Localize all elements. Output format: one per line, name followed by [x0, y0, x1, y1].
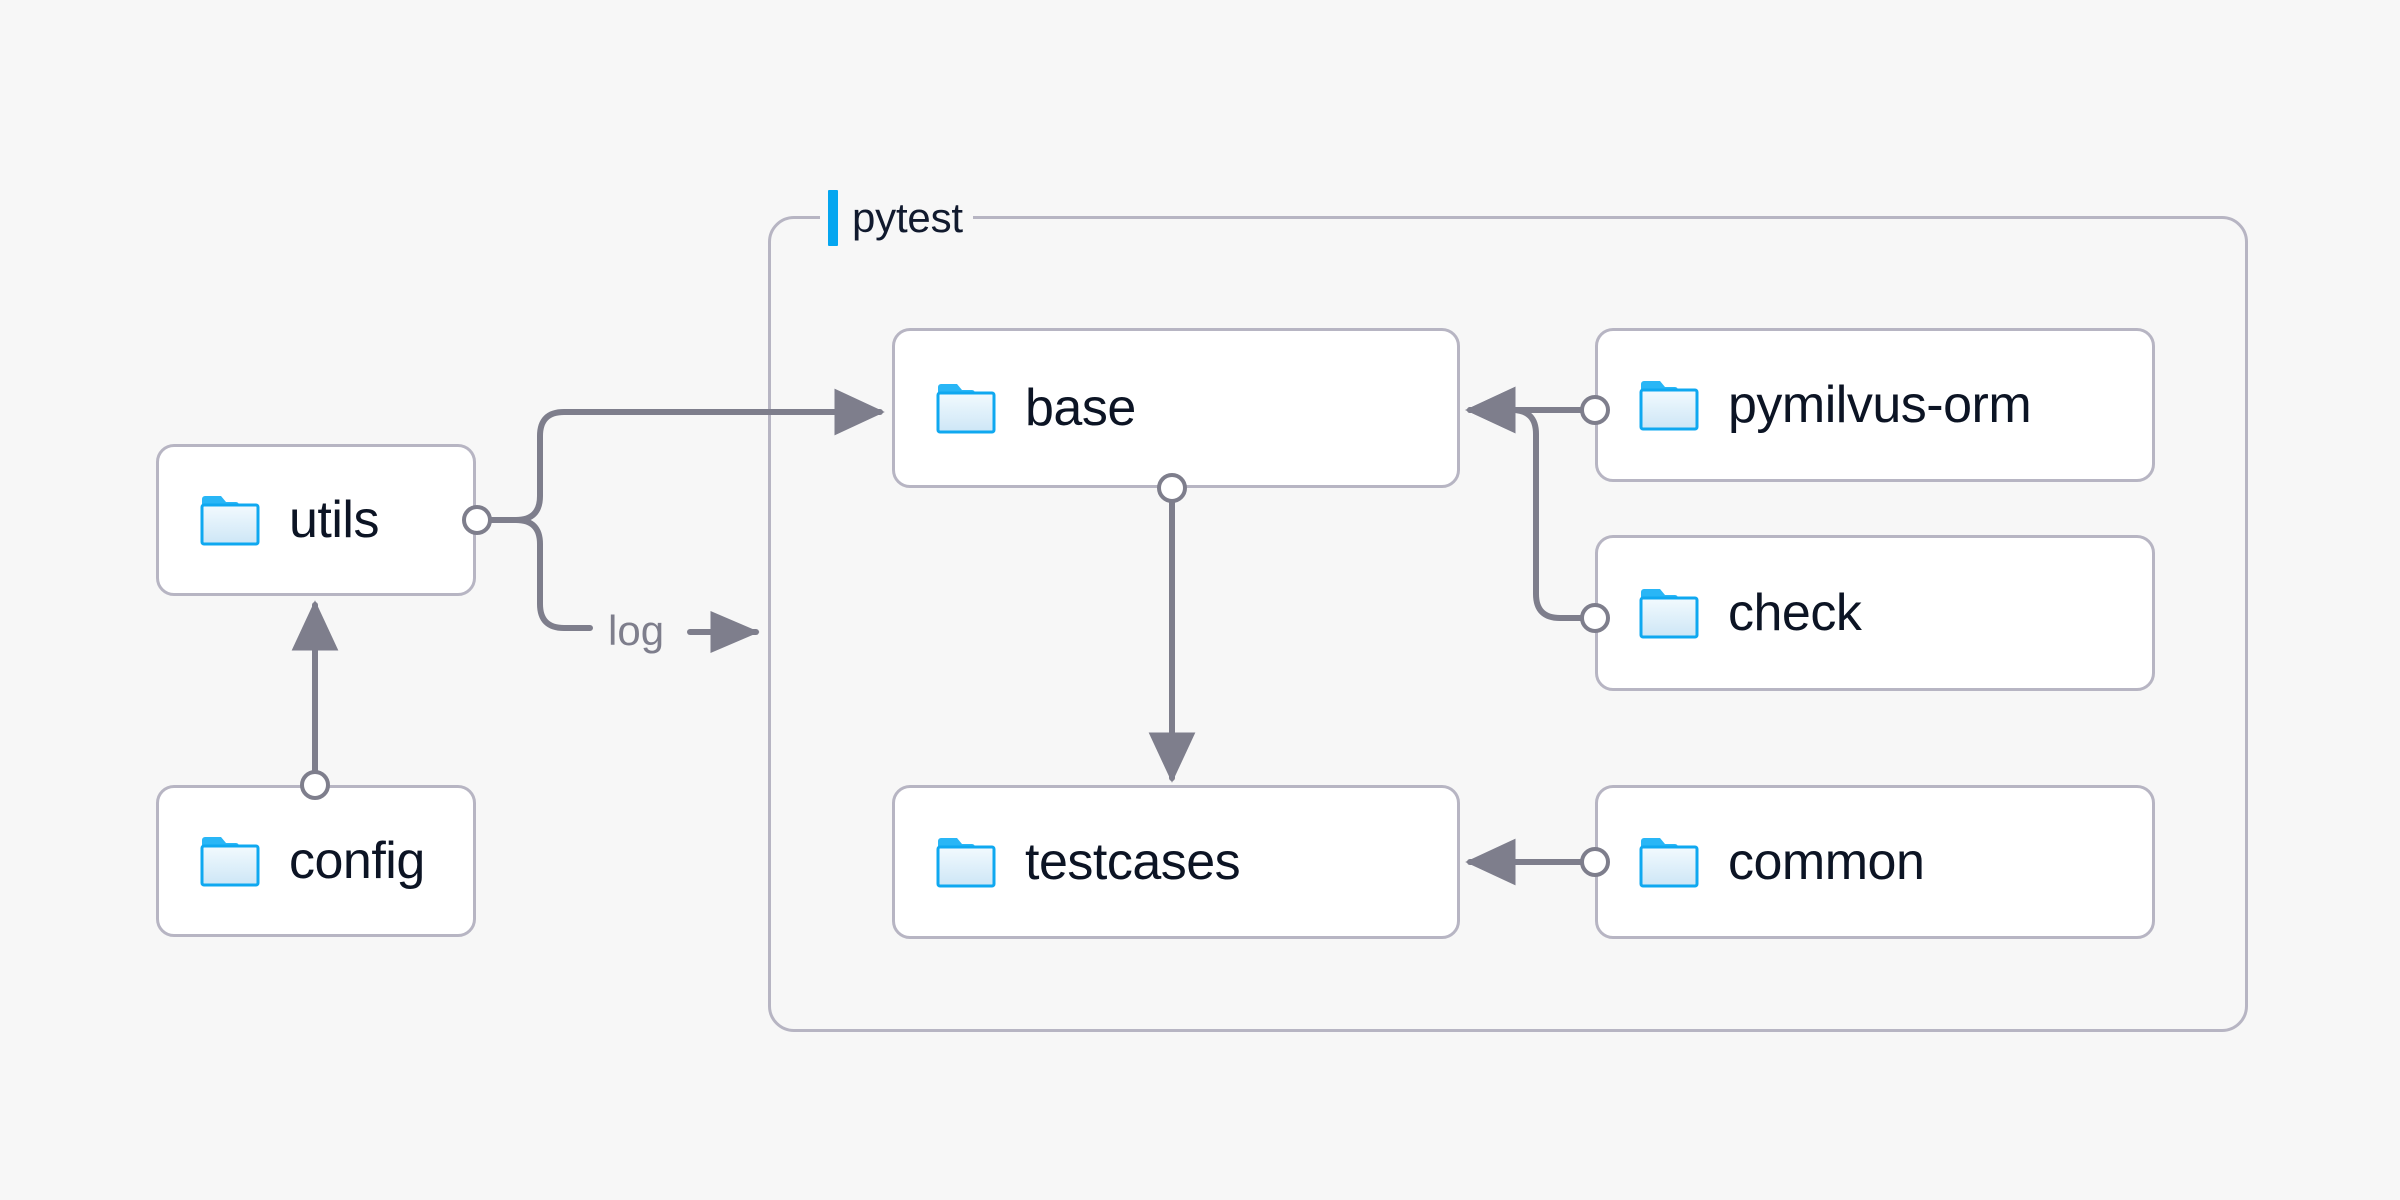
edge-utils-to-pytest-log — [474, 517, 593, 631]
handle-check-left[interactable] — [1580, 603, 1610, 633]
folder-icon — [200, 837, 260, 887]
folder-icon — [1639, 589, 1699, 639]
node-config[interactable]: config — [156, 785, 476, 937]
node-label: check — [1728, 584, 1862, 642]
node-testcases[interactable]: testcases — [892, 785, 1460, 939]
node-label: base — [1025, 379, 1136, 437]
node-label: pymilvus-orm — [1728, 376, 2032, 434]
folder-icon — [200, 496, 260, 546]
node-label: utils — [289, 491, 379, 549]
node-utils[interactable]: utils — [156, 444, 476, 596]
node-common[interactable]: common — [1595, 785, 2155, 939]
group-label-text: pytest — [852, 194, 963, 241]
node-label: testcases — [1025, 833, 1241, 891]
folder-icon — [1639, 838, 1699, 888]
handle-base-bottom[interactable] — [1157, 473, 1187, 503]
node-label: config — [289, 832, 425, 890]
group-label-pytest[interactable]: pytest — [820, 188, 973, 248]
node-base[interactable]: base — [892, 328, 1460, 488]
handle-config-top[interactable] — [300, 770, 330, 800]
node-pymilvus-orm[interactable]: pymilvus-orm — [1595, 328, 2155, 482]
edge-label-log: log — [600, 608, 673, 654]
folder-icon — [1639, 381, 1699, 431]
folder-icon — [936, 838, 996, 888]
handle-common-left[interactable] — [1580, 847, 1610, 877]
folder-icon — [936, 384, 996, 434]
node-check[interactable]: check — [1595, 535, 2155, 691]
group-accent-bar — [828, 190, 838, 246]
group-container-pytest[interactable] — [768, 216, 2248, 1032]
node-label: common — [1728, 833, 1925, 891]
handle-pymilvus-orm-left[interactable] — [1580, 395, 1610, 425]
handle-utils-right[interactable] — [462, 505, 492, 535]
